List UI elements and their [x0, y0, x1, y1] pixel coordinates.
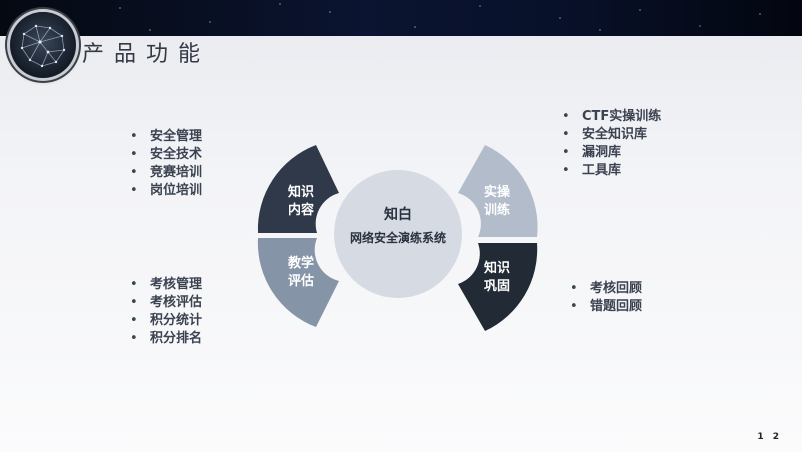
petal-label: 知识 — [484, 260, 510, 276]
list-item: 漏洞库 — [562, 144, 661, 162]
list-top-right: CTF实操训练 安全知识库 漏洞库 工具库 — [562, 108, 661, 180]
petal-label: 训练 — [484, 202, 510, 218]
list-item: 考核回顾 — [570, 280, 642, 298]
list-item: 安全管理 — [130, 128, 202, 146]
center-title: 知白 — [384, 206, 412, 223]
list-item: 积分统计 — [130, 312, 202, 330]
petal-label: 内容 — [288, 202, 314, 218]
petal-label: 巩固 — [484, 279, 510, 294]
petal-label: 知识 — [288, 184, 314, 200]
header-starfield-band — [0, 0, 802, 36]
logo-globe-icon — [10, 12, 76, 78]
petal-knowledge-content — [257, 145, 339, 233]
page-title: 产品功能 — [82, 42, 211, 67]
petal-practice-training — [458, 145, 538, 237]
list-bottom-right: 考核回顾 错题回顾 — [570, 280, 642, 316]
list-item: 错题回顾 — [570, 298, 642, 316]
list-item: 工具库 — [562, 162, 661, 180]
petal-label: 实操 — [484, 184, 510, 200]
petal-teaching-eval — [257, 238, 339, 327]
center-subtitle: 网络安全演练系统 — [350, 230, 446, 245]
petal-label: 教学 — [287, 255, 314, 271]
list-item: 岗位培训 — [130, 182, 202, 200]
center-circle — [334, 170, 462, 298]
list-item: 积分排名 — [130, 330, 202, 348]
petal-knowledge-consolidate — [458, 243, 538, 331]
list-item: 考核评估 — [130, 294, 202, 312]
list-bottom-left: 考核管理 考核评估 积分统计 积分排名 — [130, 276, 202, 348]
list-item: 安全知识库 — [562, 126, 661, 144]
list-top-left: 安全管理 安全技术 竞赛培训 岗位培训 — [130, 128, 202, 200]
petal-label: 评估 — [288, 273, 314, 289]
list-item: 考核管理 — [130, 276, 202, 294]
page-number: 1 2 — [757, 432, 782, 442]
list-item: 竞赛培训 — [130, 164, 202, 182]
list-item: 安全技术 — [130, 146, 202, 164]
list-item: CTF实操训练 — [562, 108, 661, 126]
